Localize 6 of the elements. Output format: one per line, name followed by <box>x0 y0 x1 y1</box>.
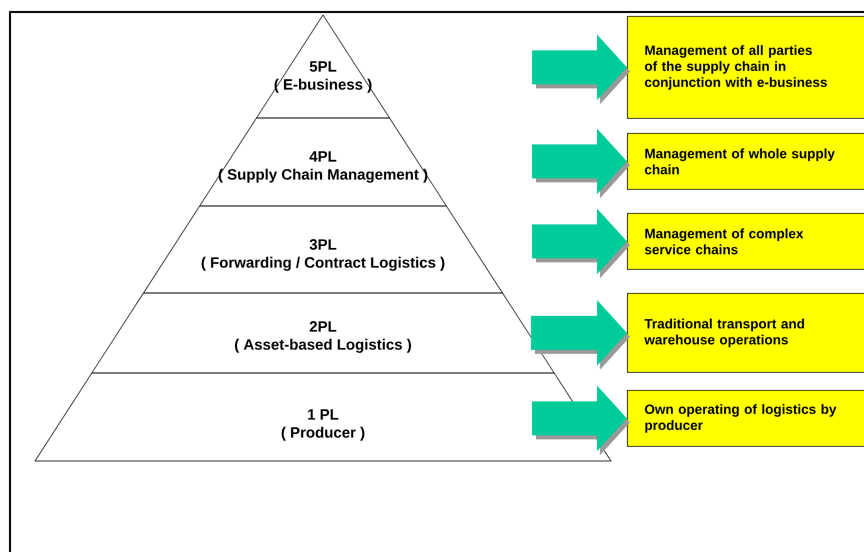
description-box: Traditional transport and warehouse operations <box>627 293 864 373</box>
description-box: Management of complex service chains <box>627 213 864 270</box>
description-box: Management of whole supply chain <box>627 133 864 190</box>
pyramid-band: 2PL ( Asset-based Logistics ) <box>91 292 555 374</box>
description-box: Own operating of logistics by producer <box>627 390 864 447</box>
description-box: Management of all parties of the supply chain in conjunction with e-business <box>627 16 864 119</box>
